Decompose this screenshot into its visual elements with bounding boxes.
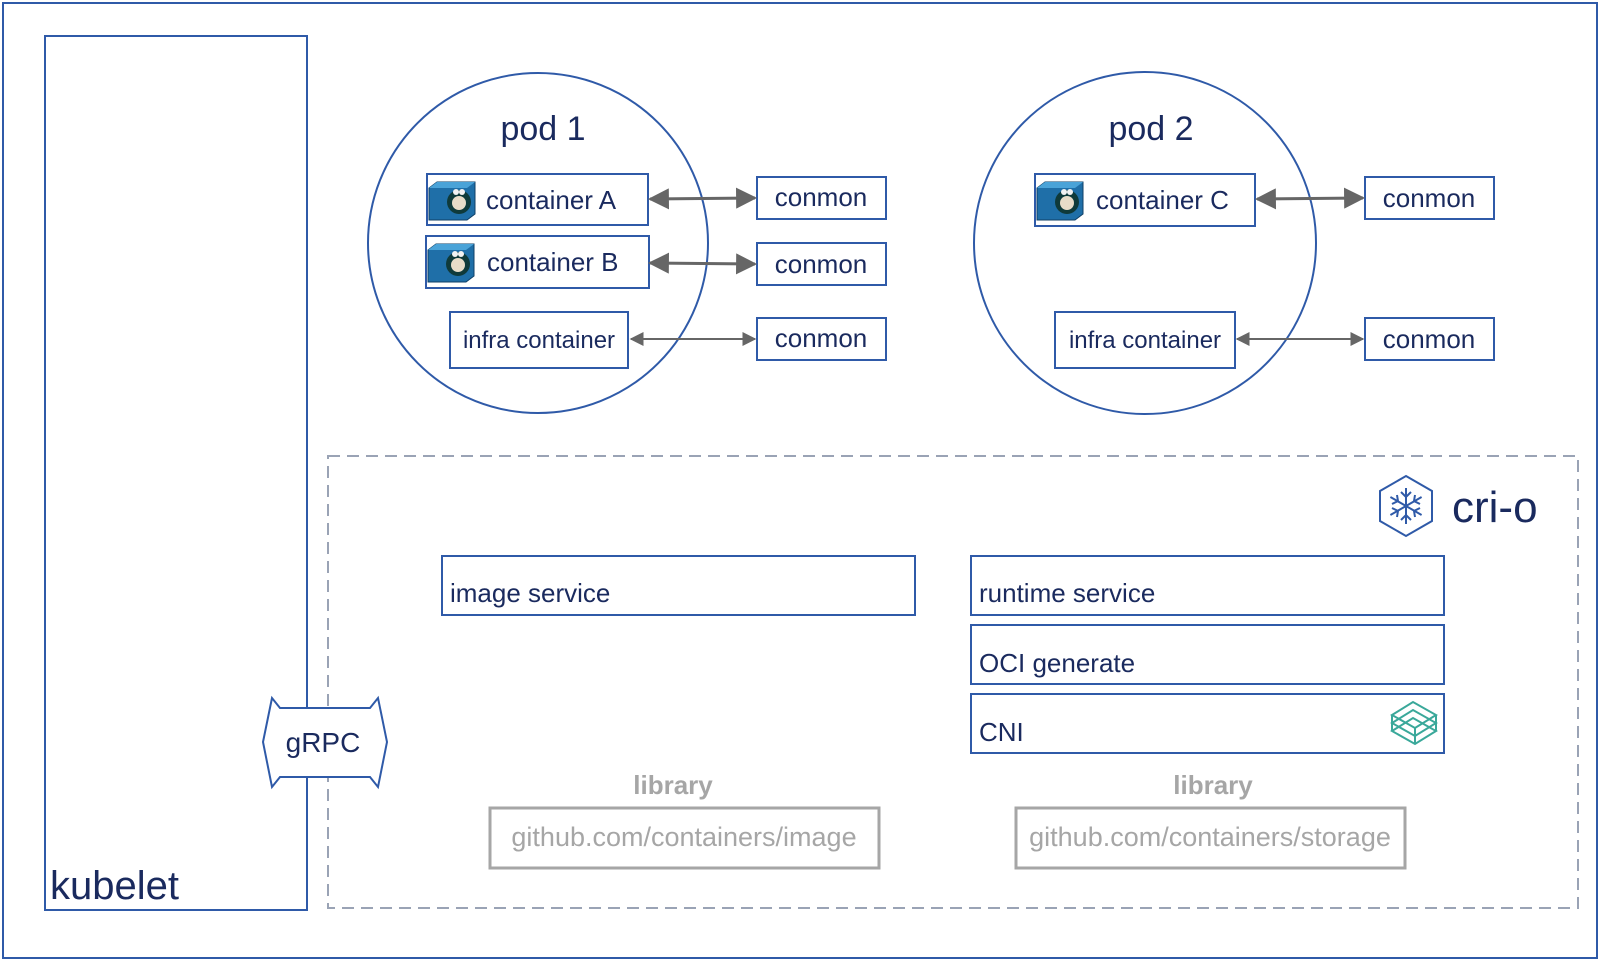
image-service-label: image service xyxy=(450,578,610,608)
conmon-box: conmon xyxy=(756,176,887,220)
container-icon xyxy=(428,181,476,221)
snowflake-hexagon-icon xyxy=(1379,474,1433,538)
storage-library: library github.com/containers/storage xyxy=(1014,770,1407,870)
runtime-service-box: runtime service xyxy=(970,555,1445,616)
conmon-box: conmon xyxy=(1364,176,1495,220)
conmon-label: conmon xyxy=(775,323,868,353)
container-a-label: container A xyxy=(486,185,617,215)
crio-logo: cri-o xyxy=(1379,474,1538,538)
infra-container-2-label: infra container xyxy=(1069,327,1221,354)
pod-1-circle xyxy=(367,72,709,414)
pod-1-title: pod 1 xyxy=(500,110,585,148)
conmon-label: conmon xyxy=(775,249,868,279)
conmon-box: conmon xyxy=(756,317,887,361)
conmon-label: conmon xyxy=(1383,324,1476,354)
container-a-box: container A xyxy=(426,173,649,226)
cni-box: CNI xyxy=(970,693,1445,754)
runtime-service-label: runtime service xyxy=(979,578,1155,608)
container-c-label: container C xyxy=(1096,185,1229,215)
infra-container-1-box: infra container xyxy=(449,311,629,369)
conmon-box: conmon xyxy=(756,242,887,286)
container-c-box: container C xyxy=(1034,173,1256,227)
pod-2-circle xyxy=(973,71,1317,415)
pod-2: pod 2 container C infra container xyxy=(973,71,1317,415)
container-b-label: container B xyxy=(487,247,619,277)
library-repo-path: github.com/containers/storage xyxy=(1029,822,1391,852)
container-b-box: container B xyxy=(425,235,650,289)
kubelet-box: kubelet xyxy=(44,35,308,911)
double-arrow xyxy=(1254,187,1366,210)
double-arrow xyxy=(647,252,758,275)
conmon-label: conmon xyxy=(1383,183,1476,213)
image-service-box: image service xyxy=(441,555,916,616)
container-icon xyxy=(427,243,475,283)
container-icon xyxy=(1036,181,1084,221)
cni-logo-icon xyxy=(1390,700,1438,746)
grpc-connector: gRPC xyxy=(261,695,389,790)
oci-generate-box: OCI generate xyxy=(970,624,1445,685)
library-heading: library xyxy=(1173,770,1253,800)
kubelet-label: kubelet xyxy=(50,864,179,908)
grpc-double-arrow-shape xyxy=(261,695,389,790)
conmon-label: conmon xyxy=(775,182,868,212)
infra-container-1-label: infra container xyxy=(463,327,615,354)
image-library: library github.com/containers/image xyxy=(488,770,881,870)
crio-logo-text: cri-o xyxy=(1452,483,1538,532)
cni-label: CNI xyxy=(979,717,1024,747)
library-heading: library xyxy=(633,770,713,800)
library-repo-path: github.com/containers/image xyxy=(511,822,856,852)
grpc-label: gRPC xyxy=(286,727,361,758)
container-conmon-arrows xyxy=(629,187,1366,346)
crio-region xyxy=(327,455,1579,909)
pod-1: pod 1 container A container B infra cont… xyxy=(367,72,709,414)
oci-generate-label: OCI generate xyxy=(979,648,1135,678)
double-arrow xyxy=(647,187,758,210)
infra-container-2-box: infra container xyxy=(1054,311,1236,369)
pod-2-title: pod 2 xyxy=(1108,110,1193,148)
conmon-box: conmon xyxy=(1364,317,1495,361)
